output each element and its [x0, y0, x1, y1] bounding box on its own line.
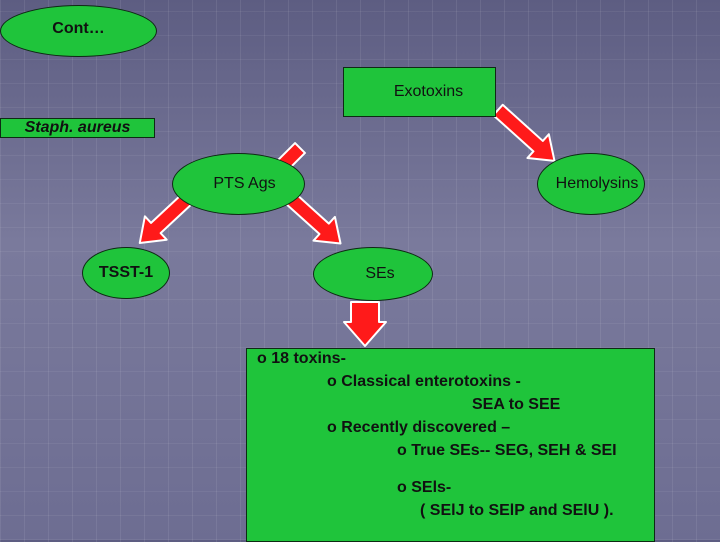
arrow-exotoxins-to-hemolysins: [492, 103, 556, 162]
arrow-ptsags-to-tsst: [138, 191, 194, 245]
ses-details-box: o 18 toxins- o Classical enterotoxins - …: [246, 348, 655, 542]
tsst-node: TSST-1: [82, 247, 170, 299]
details-line: o 18 toxins-: [257, 350, 346, 367]
ses-text: SEs: [365, 265, 395, 282]
arrow-ses-to-details: [343, 301, 387, 347]
details-line: o Classical enterotoxins -: [327, 373, 521, 390]
hemolysins-text: Hemolysins: [555, 175, 639, 192]
exotoxins-text: Exotoxins: [393, 83, 464, 100]
details-line: o Recently discovered –: [327, 419, 511, 436]
cont-text: Cont…: [52, 20, 105, 37]
details-line: o SEls-: [397, 479, 452, 496]
organism-label: Staph. aureus: [0, 118, 155, 138]
organism-text: Staph. aureus: [24, 119, 131, 136]
exotoxins-node: Exotoxins: [343, 67, 496, 117]
tsst-text: TSST-1: [98, 264, 154, 281]
hemolysins-node: Hemolysins: [537, 153, 645, 215]
details-line: o True SEs-- SEG, SEH & SEI: [397, 442, 617, 459]
details-line: ( SElJ to SElP and SElU ).: [420, 502, 614, 519]
cont-label: Cont…: [0, 5, 157, 57]
ses-node: SEs: [313, 247, 433, 301]
details-line: SEA to SEE: [472, 396, 561, 413]
arrow-ptsags-to-ses: [284, 191, 342, 245]
pts-ags-text: PTS Ags: [213, 175, 276, 192]
pts-ags-node: PTS Ags: [172, 153, 305, 215]
